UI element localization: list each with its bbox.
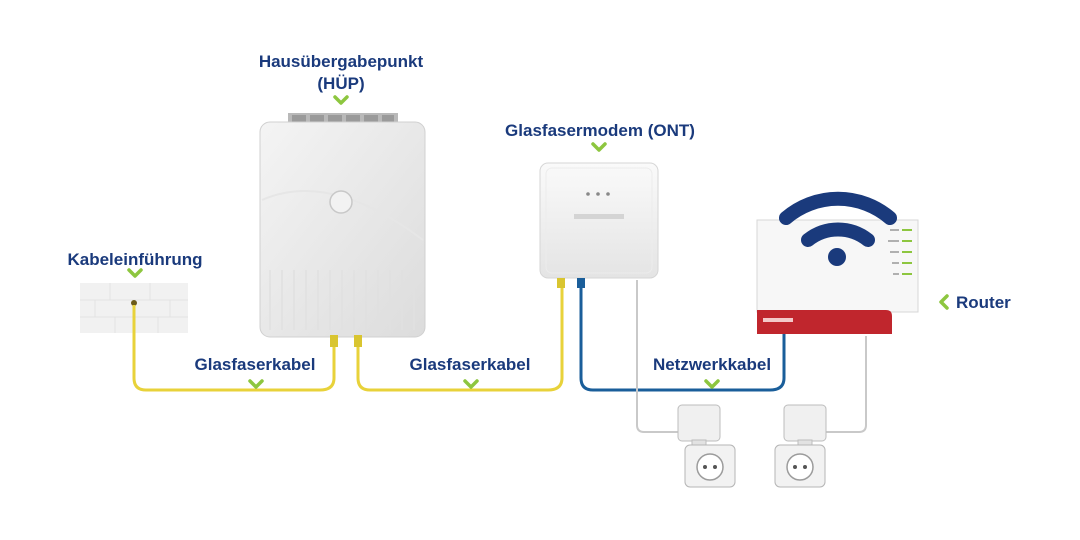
wifi-icon: [779, 191, 897, 266]
chevron-left-icon: [939, 294, 949, 310]
chevron-down-icon: [333, 95, 349, 105]
cable-entry-label: Kabeleinführung: [67, 250, 203, 269]
power-socket-icon: [774, 404, 827, 488]
huep-sublabel: (HÜP): [317, 74, 365, 93]
fiber-cable-1: [132, 305, 336, 392]
fiber-cable-label-1: Glasfaserkabel: [194, 355, 316, 374]
network-cable: [579, 286, 786, 392]
fiber-cable-label-2: Glasfaserkabel: [409, 355, 531, 374]
chevron-down-icon: [591, 142, 607, 152]
router-label: Router: [956, 293, 1011, 312]
ont-label: Glasfasermodem (ONT): [505, 121, 695, 140]
huep-label: Hausübergabepunkt: [258, 52, 424, 71]
chevron-down-icon: [248, 379, 264, 389]
power-cables: [636, 280, 867, 433]
chevron-down-icon: [127, 268, 143, 278]
power-socket-icon: [677, 404, 736, 488]
huep-box: [259, 113, 426, 347]
network-cable-label: Netzwerkkabel: [652, 355, 772, 374]
fiber-cable-2: [356, 286, 564, 392]
chevron-down-icon: [463, 379, 479, 389]
chevron-down-icon: [704, 379, 720, 389]
ont-device: [539, 162, 659, 288]
router-device: [756, 219, 919, 334]
